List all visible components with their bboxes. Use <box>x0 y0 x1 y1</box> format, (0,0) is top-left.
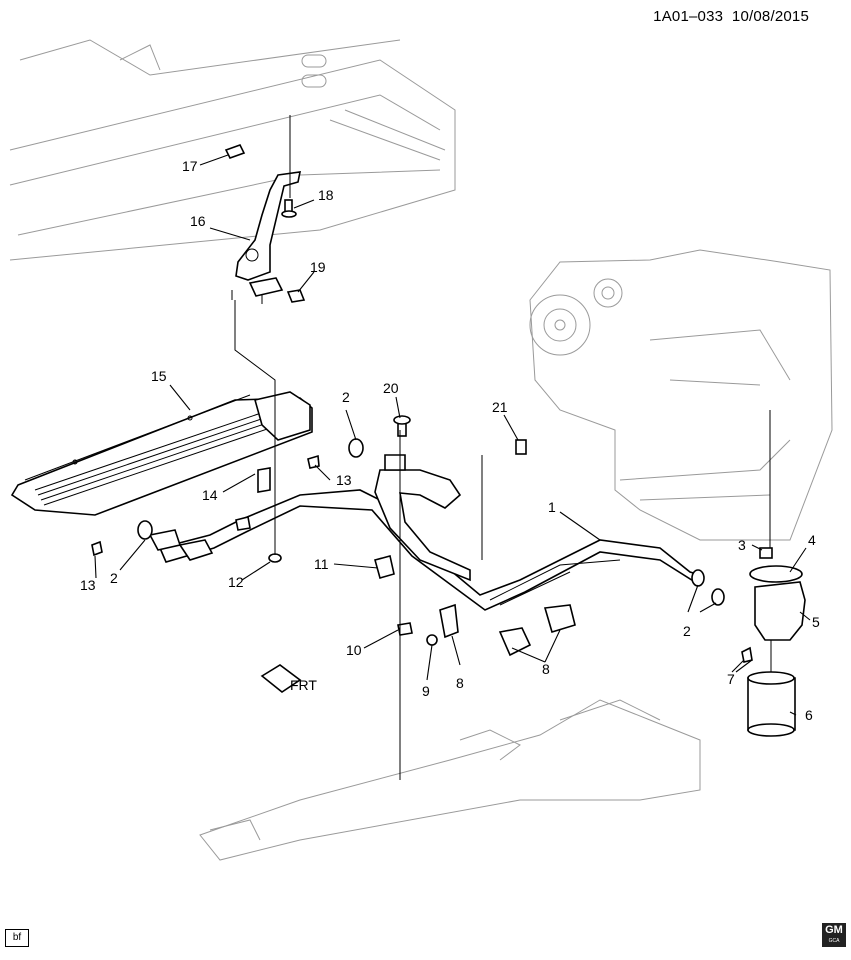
callout-4: 4 <box>808 532 816 548</box>
callout-8b: 8 <box>542 661 550 677</box>
callout-21: 21 <box>492 399 508 415</box>
callout-leaders <box>94 154 811 716</box>
cooler-bracket <box>231 171 302 304</box>
nut-19 <box>286 289 306 303</box>
callout-19: 19 <box>310 259 326 275</box>
callout-5: 5 <box>812 614 820 630</box>
callout-20: 20 <box>383 380 399 396</box>
callout-9: 9 <box>422 683 430 699</box>
callout-2b: 2 <box>342 389 350 405</box>
gm-logo-text: GM <box>825 924 843 936</box>
diagram-reference-header: 1A01–033 10/08/2015 <box>653 8 809 25</box>
callout-2c: 2 <box>683 623 691 639</box>
doc-id: 1A01–033 <box>653 8 724 25</box>
callout-14: 14 <box>202 487 218 503</box>
callout-3: 3 <box>738 537 746 553</box>
doc-date: 10/08/2015 <box>731 8 809 25</box>
callout-6: 6 <box>805 707 813 723</box>
oil-filter-assembly <box>741 547 806 737</box>
alignment-lines <box>234 115 772 780</box>
clip-17 <box>224 144 246 159</box>
oil-cooler <box>10 391 313 516</box>
callout-7: 7 <box>727 671 735 687</box>
callout-17: 17 <box>182 158 198 174</box>
footer-code-box: bf <box>5 929 29 947</box>
callout-numbers: 1 2 2 2 3 4 5 6 7 8 8 9 10 11 12 13 13 1… <box>80 158 820 723</box>
callout-2a: 2 <box>110 570 118 586</box>
gm-logo: GM GCA <box>822 923 846 947</box>
engine-assembly <box>529 249 833 541</box>
callout-8a: 8 <box>456 675 464 691</box>
bolt-18 <box>281 199 297 218</box>
callout-12: 12 <box>228 574 244 590</box>
small-fasteners <box>268 415 576 657</box>
callout-15: 15 <box>151 368 167 384</box>
seals-and-clips <box>91 438 725 606</box>
front-crossmember <box>199 699 701 861</box>
front-direction-indicator: FRT <box>260 664 317 693</box>
callout-18: 18 <box>318 187 334 203</box>
gm-logo-subtext: GCA <box>828 938 840 944</box>
callout-11: 11 <box>314 556 329 572</box>
callout-13b: 13 <box>336 472 352 488</box>
callout-10: 10 <box>346 642 362 658</box>
callout-16: 16 <box>190 213 206 229</box>
front-label: FRT <box>290 677 317 693</box>
callout-13a: 13 <box>80 577 96 593</box>
callout-1: 1 <box>548 499 556 515</box>
